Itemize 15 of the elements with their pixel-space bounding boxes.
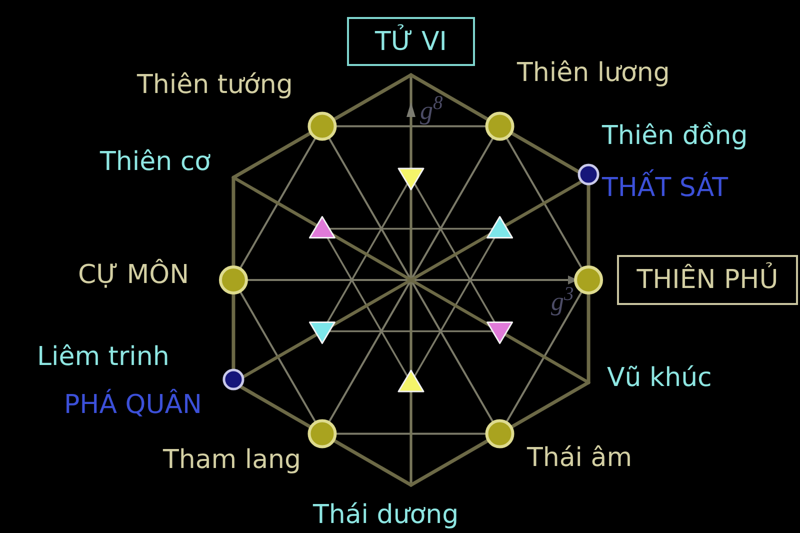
point-label: PHÁ QUÂN bbox=[64, 389, 202, 421]
point-label: CỰ MÔN bbox=[78, 259, 190, 291]
point-label: Thái dương bbox=[313, 499, 459, 531]
label-box: TỬ VI bbox=[347, 17, 475, 66]
label-box: THIÊN PHỦ bbox=[617, 255, 798, 305]
point-label: Liêm trinh bbox=[37, 341, 170, 373]
point-label: Thiên cơ bbox=[100, 146, 211, 178]
point-label: Thiên đồng bbox=[602, 120, 748, 152]
point-label: Vũ khúc bbox=[607, 362, 712, 394]
point-label: g$^{3}$ bbox=[551, 286, 574, 318]
point-label: g$^{8}$ bbox=[420, 95, 443, 127]
point-label: Thiên tướng bbox=[137, 69, 293, 101]
point-label: Tham lang bbox=[163, 444, 302, 476]
point-label: Thiên lương bbox=[517, 57, 670, 89]
point-label: Thái âm bbox=[527, 442, 632, 474]
